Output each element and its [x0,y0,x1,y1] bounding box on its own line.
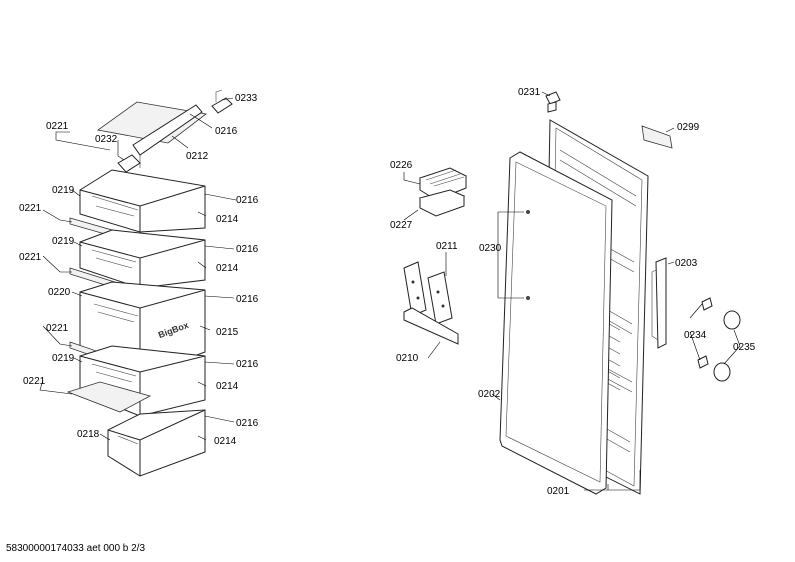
bottom-drawer [107,409,206,477]
door-assembly [499,91,741,495]
label-0216-d: 0216 [236,294,259,305]
label-0219-a: 0219 [52,185,75,196]
bracket-part [545,91,561,105]
label-0203: 0203 [675,258,698,269]
label-0212: 0212 [186,151,209,162]
drawer-3 [66,345,206,417]
label-0211: 0211 [436,241,458,252]
label-0235: 0235 [733,342,756,353]
label-0230: 0230 [479,243,502,254]
clip-part [211,97,233,114]
label-0220: 0220 [48,287,71,298]
label-0227: 0227 [390,220,413,231]
label-0218: 0218 [77,429,100,440]
label-0215: 0215 [216,327,239,338]
label-0214-d: 0214 [214,436,237,447]
label-0231: 0231 [518,87,541,98]
document-footer: 58300000174033 aet 000 b 2/3 [6,543,146,554]
label-0216-f: 0216 [236,418,259,429]
label-0210: 0210 [396,353,419,364]
middle-leader-lines [403,172,447,359]
label-0216-b: 0216 [236,195,259,206]
flap-front [132,104,203,156]
label-0214-c: 0214 [216,381,239,392]
ice-tray [418,167,468,217]
label-0219-b: 0219 [52,236,75,247]
label-0214-b: 0214 [216,263,239,274]
left-leader-lines [39,97,237,441]
drawer-assembly: BigBox [66,89,233,477]
door-gasket [499,151,613,495]
label-0216-e: 0216 [236,359,259,370]
label-0226: 0226 [390,160,413,171]
right-leader-lines [491,91,741,491]
label-0221-b: 0221 [19,203,42,214]
cap-top [723,310,741,330]
label-0221-c: 0221 [19,252,42,263]
door-handle [655,257,667,349]
label-0234: 0234 [684,330,707,341]
label-0232: 0232 [95,134,118,145]
cap-bottom [713,362,731,382]
label-0216-c: 0216 [236,244,259,255]
label-0221-d: 0221 [46,323,69,334]
label-0233: 0233 [235,93,258,104]
label-plate [641,125,673,149]
label-0216-a: 0216 [215,126,238,137]
label-0202: 0202 [478,389,501,400]
label-0221-e: 0221 [23,376,46,387]
label-0201: 0201 [547,486,570,497]
label-0221-a: 0221 [46,121,69,132]
hinge-part [117,154,141,173]
label-0214-a: 0214 [216,214,239,225]
part-labels: 0233 0221 0232 0216 0212 0219 0216 0221 … [19,87,756,497]
label-0219-c: 0219 [52,353,75,364]
cold-packs [403,261,459,345]
label-0299: 0299 [677,122,700,133]
